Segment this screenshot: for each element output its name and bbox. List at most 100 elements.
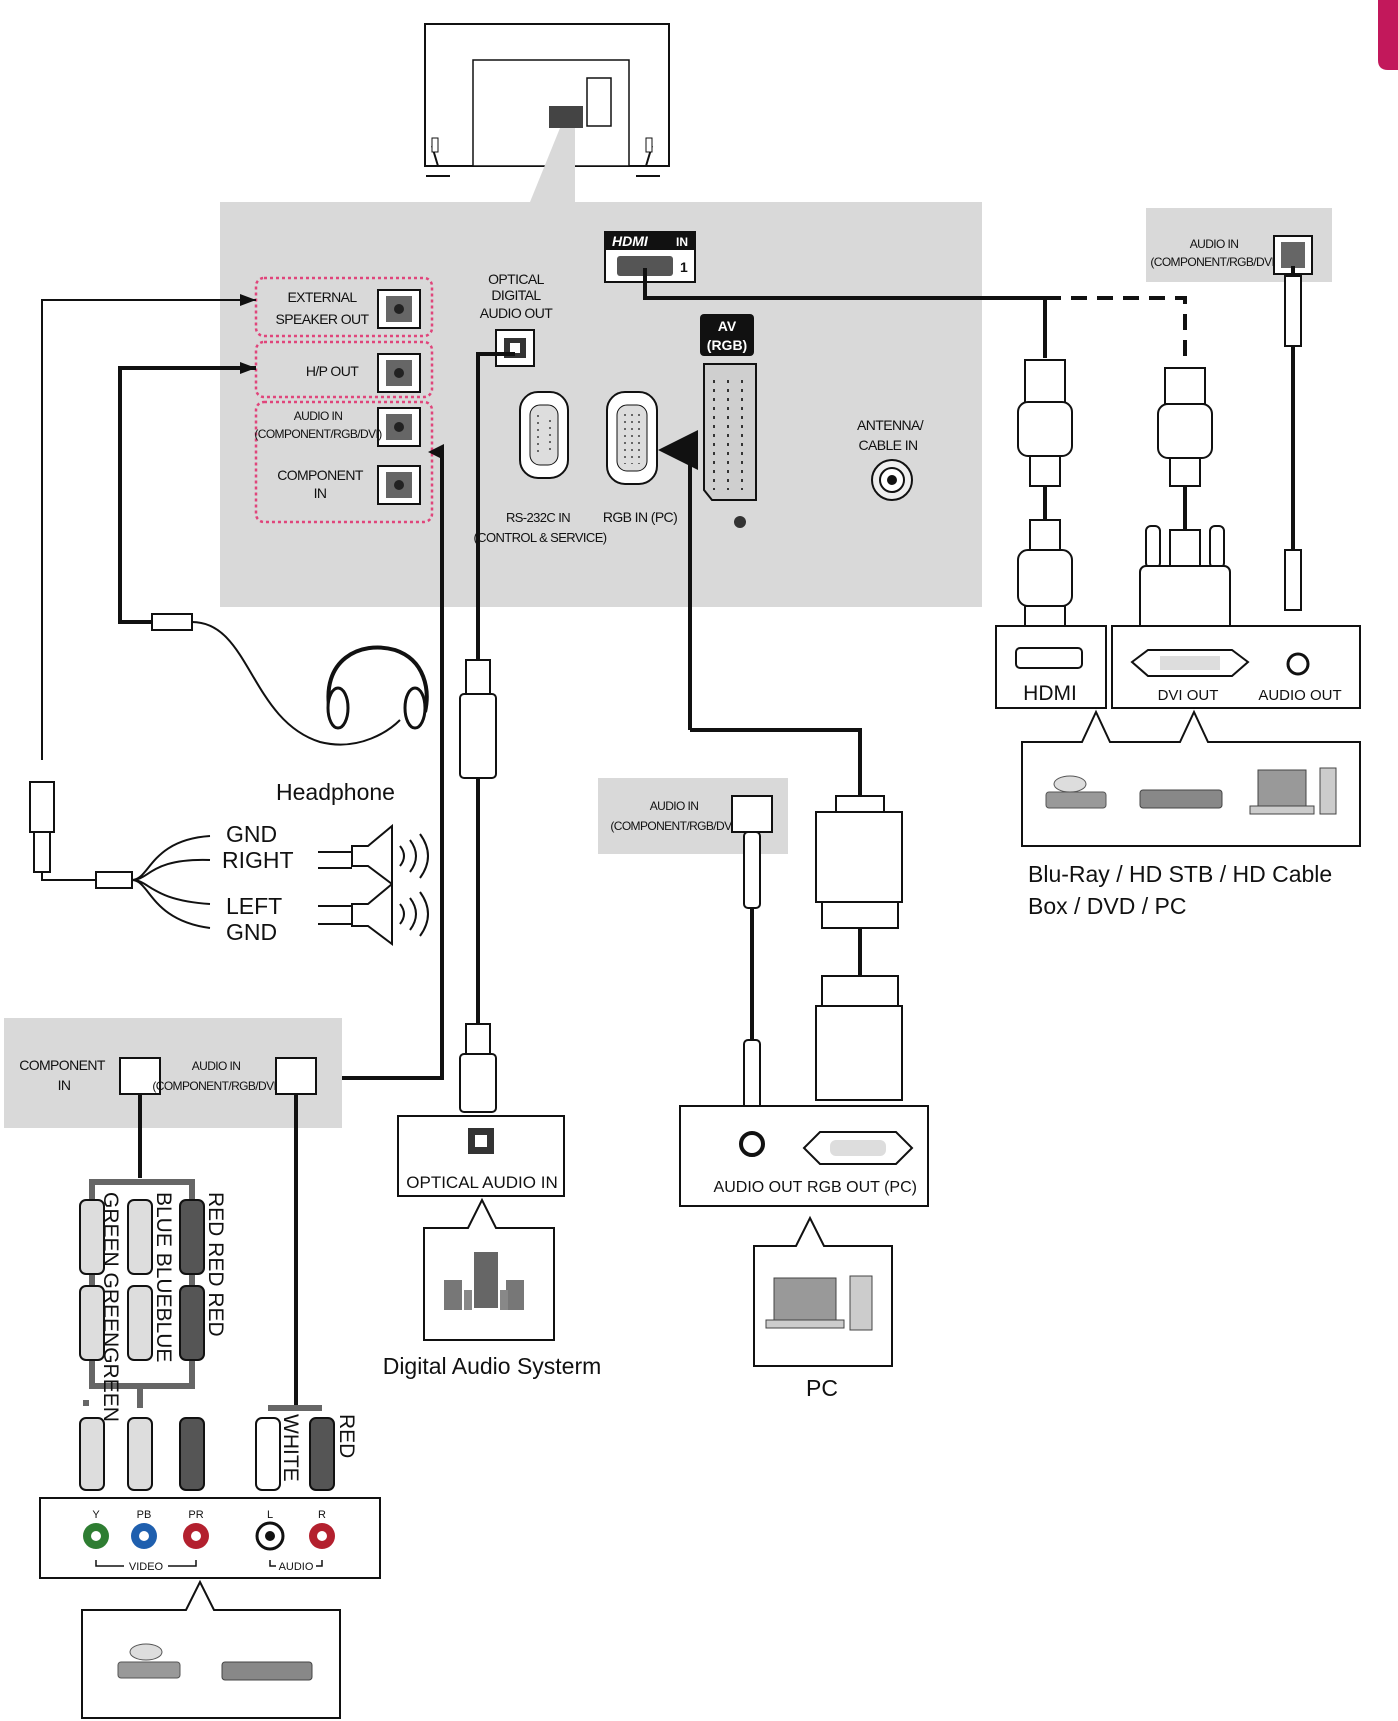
component-plugs-bottom [79, 1417, 335, 1491]
set-top-box-icon [1139, 789, 1223, 809]
audio-in-label-1: AUDIO IN [294, 409, 343, 423]
jack-r [309, 1523, 335, 1549]
video-group-label: VIDEO [129, 1561, 164, 1573]
antenna-label-1: ANTENNA/ [857, 417, 924, 433]
jack-pr [183, 1523, 209, 1549]
vga-plug-bottom [815, 975, 903, 1101]
jack-pb [131, 1523, 157, 1549]
cable-label-audio-red: RED [335, 1414, 358, 1458]
tv-back-icon [424, 23, 670, 177]
rs232c-port [519, 391, 569, 479]
component-device-audio-in-1: AUDIO IN [192, 1059, 241, 1073]
component-device-audio-jack [275, 1057, 317, 1095]
pc-audio-plug-bottom [743, 1039, 761, 1117]
digital-audio-caption: Digital Audio Systerm [383, 1353, 602, 1379]
component-devices-balloon [81, 1579, 341, 1719]
pc-icon [1249, 767, 1337, 815]
audio-in-jack [377, 407, 421, 447]
jack-y [83, 1523, 109, 1549]
pc-caption: PC [806, 1375, 838, 1401]
component-device-in-2: IN [58, 1077, 71, 1093]
dvi-hdmi-plug [1157, 367, 1213, 487]
speaker-plug [29, 781, 55, 873]
external-speaker-out-jack [377, 289, 421, 329]
external-speaker-label-1: EXTERNAL [287, 289, 357, 305]
hp-out-jack [377, 353, 421, 393]
headphone-caption: Headphone [276, 779, 395, 805]
pc-rgb-out-label: RGB OUT (PC) [807, 1179, 917, 1196]
antenna-label-2: CABLE IN [859, 437, 918, 453]
pc-audio-out-label: AUDIO OUT [714, 1179, 803, 1196]
hdmi-in-port: HDMI IN 1 [604, 231, 696, 283]
av-rgb-badge [700, 314, 754, 356]
optical-out-label-2: DIGITAL [491, 287, 541, 303]
jack-y-label: Y [92, 1509, 100, 1521]
pc-audio-out-jack [739, 1131, 765, 1157]
hdmi-port-number: 1 [680, 259, 688, 275]
bluray-player-icon [1045, 775, 1107, 809]
hdmi-device-audio-plugs [1284, 275, 1302, 611]
jack-l-label: L [267, 1509, 273, 1521]
jack-r-label: R [318, 1509, 326, 1521]
hp-out-label: H/P OUT [306, 363, 359, 379]
corner-tab [1378, 0, 1398, 70]
optical-out-label-1: OPTICAL [488, 271, 545, 287]
rgb-label: (RGB) [707, 337, 747, 353]
component-device-video-jack [119, 1057, 161, 1095]
speaker-left-icon [351, 881, 429, 946]
pc-rgb-out-port [802, 1131, 914, 1165]
hdmi-plug-top [1017, 359, 1073, 487]
headphone-plug [151, 613, 193, 631]
antenna-jack [871, 459, 913, 501]
rgb-in-pc-port [606, 391, 658, 485]
optical-out-label-3: AUDIO OUT [480, 305, 553, 321]
external-speaker-label-2: SPEAKER OUT [276, 311, 370, 327]
hdmi-device-caption-1: Blu-Ray / HD STB / HD Cable [1028, 861, 1332, 887]
speaker-system-icon [444, 1252, 524, 1310]
hdmi-device-caption-2: Box / DVD / PC [1028, 893, 1186, 919]
pc-laptop-icon [765, 1275, 873, 1331]
audio-in-label-2: (COMPONENT/RGB/DVI) [254, 427, 382, 441]
tv-connection-panel [220, 202, 982, 607]
pc-audio-in-1: AUDIO IN [650, 799, 699, 813]
speaker-label-left: LEFT [226, 893, 282, 919]
speaker-label-gnd-1: GND [226, 821, 277, 847]
speaker-right-icon [351, 823, 429, 886]
cable-label-blue: BLUE BLUEBLUE [152, 1192, 175, 1362]
component-device-in-1: COMPONENT [19, 1057, 106, 1073]
scart-connector [703, 363, 757, 528]
rs232c-label-1: RS-232C IN [506, 510, 570, 525]
cable-label-red: RED RED RED [204, 1192, 227, 1337]
hdmi-device-audio-in-2: (COMPONENT/RGB/DVI) [1150, 255, 1278, 269]
set-top-box-icon-2 [221, 1661, 313, 1681]
component-in-label-2: IN [314, 485, 327, 501]
hdmi-in-text: IN [676, 235, 688, 249]
jack-pb-label: PB [137, 1509, 152, 1521]
pc-audio-in-2: (COMPONENT/RGB/DVI) [610, 819, 738, 833]
jack-pr-label: PR [188, 1509, 203, 1521]
hdmi-logo: HDMI [612, 233, 649, 249]
component-device-audio-in-2: (COMPONENT/RGB/DVI) [152, 1079, 280, 1093]
audio-group-label: AUDIO [279, 1561, 314, 1573]
pc-audio-plug-top [743, 831, 761, 909]
vga-plug-top [815, 795, 903, 929]
dvi-plug [1139, 525, 1231, 637]
component-plugs-middle [79, 1285, 205, 1361]
optical-out-jack [495, 329, 535, 367]
cable-label-white: WHITE [279, 1414, 302, 1482]
hdmi-device-audio-out-jack [1286, 652, 1310, 676]
dvi-out-port [1130, 649, 1250, 677]
component-plugs-top [79, 1199, 205, 1275]
cable-label-green: GREEN GREENGREEN [99, 1192, 122, 1422]
optical-cable-plug-bottom [459, 1023, 497, 1113]
av-label: AV [718, 318, 737, 334]
hdmi-device-audio-out-label: AUDIO OUT [1258, 687, 1341, 704]
rgb-in-label: RGB IN (PC) [603, 509, 677, 525]
component-in-jack [377, 465, 421, 505]
hdmi-device-audio-in-1: AUDIO IN [1190, 237, 1239, 251]
speaker-label-gnd-2: GND [226, 919, 277, 945]
optical-cable-plug-top [459, 659, 497, 779]
headphone-icon [326, 645, 429, 730]
speaker-label-right: RIGHT [222, 847, 294, 873]
